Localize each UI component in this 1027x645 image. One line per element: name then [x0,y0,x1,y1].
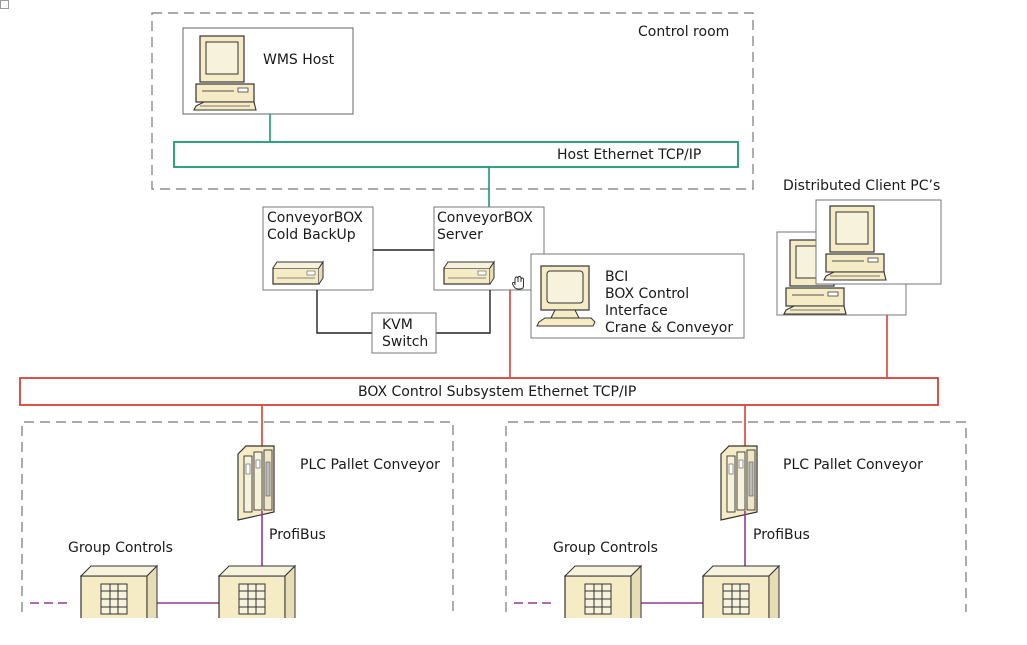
bci-desktop-icon [536,265,596,327]
backup-kvm-link [316,290,372,334]
window-corner-box [0,0,9,9]
wms-host-label: WMS Host [263,52,335,68]
right-profibus-label: ProfiBus [753,527,810,543]
right-plc-rack-icon [720,445,758,521]
left-group-controls-label: Group Controls [68,540,173,556]
control-room-label: Control room [638,24,730,40]
conveyorbox-server-label: ConveyorBOX Server [437,210,533,243]
distributed-clients-label: Distributed Client PC’s [783,178,941,194]
control-room-region [151,12,754,190]
bottom-crop-area [0,618,1027,645]
left-plc-label: PLC Pallet Conveyor [300,457,440,473]
conveyorbox-server-icon [443,261,495,285]
left-conveyor-zone [21,421,454,612]
left-profibus-label: ProfiBus [269,527,326,543]
kvm-switch-box [371,312,437,354]
box-control-ethernet-bus [19,377,939,406]
right-group-controls-label: Group Controls [553,540,658,556]
cold-backup-server-icon [272,261,324,285]
kvm-switch-label: KVM Switch [382,317,429,350]
host-ethernet-bus [173,141,739,168]
bci-label: BCI BOX Control Interface Crane & Convey… [605,269,734,336]
box-control-ethernet-label: BOX Control Subsystem Ethernet TCP/IP [358,384,637,400]
right-plc-label: PLC Pallet Conveyor [783,457,923,473]
right-conveyor-zone [505,421,967,612]
host-ethernet-label: Host Ethernet TCP/IP [557,147,702,163]
cold-backup-label: ConveyorBOX Cold BackUp [267,210,363,243]
server-kvm-link [436,290,491,334]
left-plc-rack-icon [237,445,275,521]
pointer-cursor-icon [511,276,524,290]
